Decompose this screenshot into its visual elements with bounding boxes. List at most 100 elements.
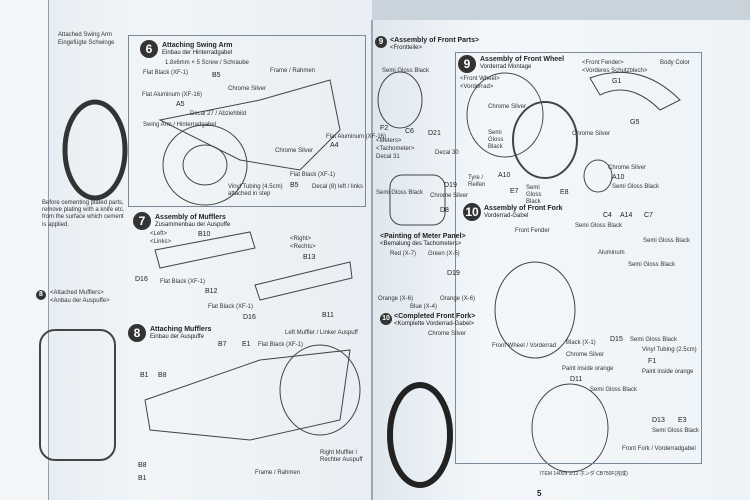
label: D19 <box>447 270 460 277</box>
label: Chrome Silver <box>608 165 647 171</box>
front-light-drawing <box>377 71 423 129</box>
step8-number: 8 <box>128 324 146 342</box>
label: <Right> <box>290 236 312 242</box>
label: Blue (X-4) <box>410 304 438 310</box>
step9-number: 9 <box>458 55 476 73</box>
label: Flat Black (XF-1) <box>208 304 254 310</box>
label: E3 <box>678 417 687 424</box>
label: Body Color <box>660 60 690 66</box>
meter-drawing <box>389 174 446 226</box>
step9-title: Assembly of Front Wheel <box>480 56 565 63</box>
strip-step-sub: <Anbau der Auspuffe> <box>50 298 110 304</box>
label: Vinyl Tubing (2.5cm) <box>642 347 697 353</box>
label: D19 <box>444 182 457 189</box>
step10-number: 10 <box>463 203 481 221</box>
label: Vinyl Tubing (4.5cm) attached in step <box>228 184 283 198</box>
strip-step-caption: <Attached Mufflers> <box>50 290 104 296</box>
step10-title: Assembly of Front Fork <box>484 205 563 212</box>
label: Semi Gloss Black <box>526 185 542 206</box>
label: Right Muffler / Rechter Auspuff <box>320 450 363 464</box>
label: C4 <box>603 212 612 219</box>
label: Front Wheel / Vorderrad <box>492 343 557 349</box>
label: Chrome Silver <box>228 86 267 92</box>
front-view-drawing <box>39 329 116 461</box>
label: <Meters> <box>376 138 402 144</box>
label: Green (X-5) <box>428 251 460 257</box>
label: D16 <box>135 276 148 283</box>
label: A10 <box>612 174 625 181</box>
step7-number: 7 <box>133 212 151 230</box>
label: Chrome Silver <box>430 193 469 199</box>
label: Black (X-1) <box>566 340 596 346</box>
front-parts-subtitle: <Frontteile> <box>390 45 423 52</box>
step9-subtitle: Vorderrad Montage <box>480 64 532 71</box>
label: Flat Black (XF-1) <box>143 70 189 76</box>
fender-drawing <box>589 71 681 111</box>
label: <Front Wheel> <box>460 76 500 82</box>
label: Decal 30 <box>435 150 459 156</box>
label: Swing Arm / Hinterradgabel <box>143 122 217 128</box>
label: Semi Gloss Black <box>376 190 424 196</box>
label: Semi Gloss Black <box>643 238 691 244</box>
label: Flat Black (XF-1) <box>258 342 304 348</box>
label: A10 <box>498 172 511 179</box>
label: B5 <box>212 72 221 79</box>
label: Decal (8) left / links <box>312 184 364 190</box>
label: E1 <box>242 341 251 348</box>
label: B8 <box>158 372 167 379</box>
step6-subtitle: Einbau der Hinterradgabel <box>162 50 233 57</box>
label: Semi Gloss Black <box>630 337 678 343</box>
step7-subtitle: Zusammenbau der Auspuffe <box>155 222 231 229</box>
label: Semi Gloss Black <box>652 428 700 434</box>
label: F2 <box>380 125 389 132</box>
label: Chrome Silver <box>488 104 527 110</box>
label: Frame / Rahmen <box>255 470 301 476</box>
completed-fork-number: 10 <box>380 313 392 325</box>
steps9-10-box <box>455 52 702 464</box>
label: B1 <box>140 372 149 379</box>
label: A5 <box>176 101 185 108</box>
label: D16 <box>243 314 256 321</box>
label: Semi Gloss Black <box>628 262 676 268</box>
label: B13 <box>303 254 316 261</box>
label: B11 <box>322 312 334 319</box>
meter-paint-subtitle: <Bemalung des Tachometers> <box>380 241 462 248</box>
step6-box <box>128 35 366 207</box>
label: D15 <box>610 336 623 343</box>
front-parts-title: <Assembly of Front Parts> <box>390 37 480 44</box>
label: Flat Black (XF-1) <box>290 172 336 178</box>
label: Decal 31 <box>376 154 400 160</box>
label: B8 <box>138 462 147 469</box>
rear-wheel-drawing <box>62 99 128 201</box>
step6-screw: 1.8x6mm × 5 Screw / Schraube <box>165 60 249 66</box>
label: Tyre / Reifen <box>468 175 486 189</box>
label: D11 <box>570 376 583 383</box>
label: <Rechts> <box>290 244 316 250</box>
strip-subtitle: Eingefügte Schwinge <box>58 40 115 46</box>
label: <Links> <box>150 239 172 245</box>
label: D21 <box>428 130 441 137</box>
label: C6 <box>405 128 414 135</box>
step8-subtitle: Einbau der Auspuffe <box>150 334 204 341</box>
label: D8 <box>440 207 449 214</box>
label: Semi Gloss Black <box>575 223 623 229</box>
label: <Vorderrad> <box>460 84 494 90</box>
label: Frame / Rahmen <box>270 68 316 74</box>
meter-paint-title: <Painting of Meter Panel> <box>380 233 466 240</box>
label: <Left> <box>150 231 168 237</box>
completed-fork-title: <Completed Front Fork> <box>394 313 476 320</box>
label: Orange (X-6) <box>378 296 414 302</box>
label: F1 <box>648 358 657 365</box>
swing-arm-hub-drawing <box>182 144 228 186</box>
label: Aluminum <box>598 250 625 256</box>
label: Paint inside orange <box>562 366 614 372</box>
label: Flat Aluminum (XF-16) <box>142 92 203 98</box>
label: Chrome Silver <box>428 331 467 337</box>
label: Semi Gloss Black <box>590 387 638 393</box>
